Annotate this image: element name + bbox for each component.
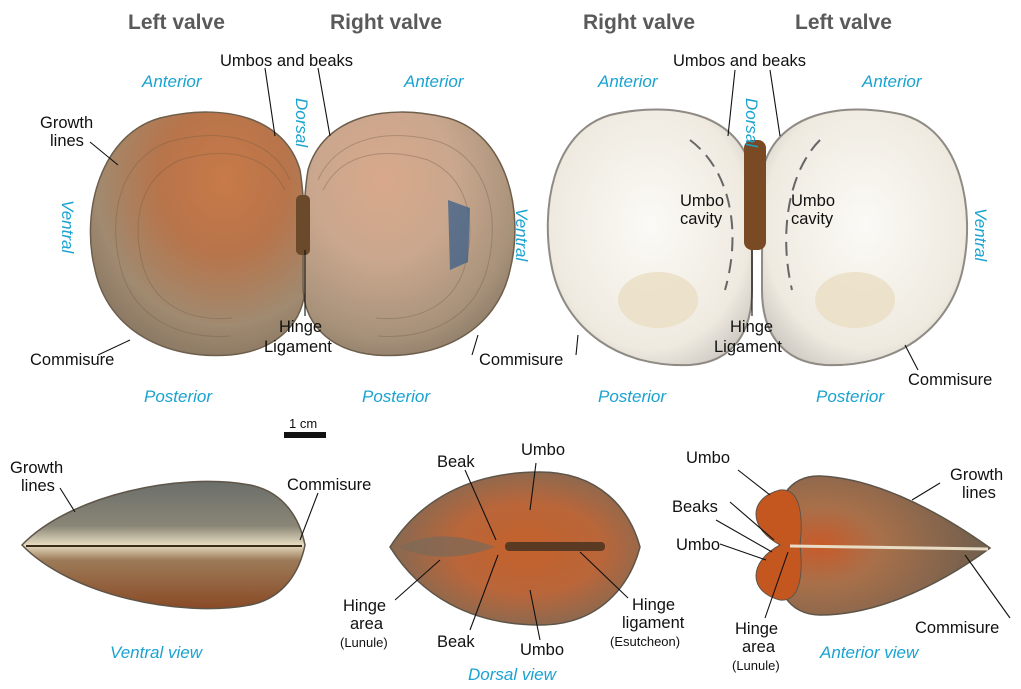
label-umbo-cavity: Umbo [791,192,835,210]
header-right-valve-interior: Right valve [583,11,695,34]
label-lunule: (Lunule) [340,635,388,650]
orientation-ventral: Ventral [58,200,77,254]
orientation-anterior: Anterior [141,72,203,91]
orientation-posterior: Posterior [144,387,213,406]
dorsal-hinge-ligament [505,542,605,551]
orientation-ventral: Ventral [512,208,531,262]
label-growth-lines: Growth [10,459,63,477]
label-umbo: Umbo [676,536,720,554]
label-hinge-ligament: Hinge [632,596,675,614]
orientation-posterior: Posterior [816,387,885,406]
label-umbo: Umbo [520,641,564,659]
label-umbo-cavity: cavity [680,210,723,228]
label-hinge-ligament: ligament [622,614,685,632]
label-commisure: Commisure [908,371,992,389]
orientation-ventral: Ventral [971,208,990,262]
scale-bar-label: 1 cm [289,416,317,431]
label-beaks: Beaks [672,498,718,516]
orientation-anterior: Anterior [861,72,923,91]
label-ligament: Ligament [714,338,782,356]
orientation-posterior: Posterior [598,387,667,406]
label-umbo-cavity: Umbo [680,192,724,210]
caption-dorsal-view: Dorsal view [468,665,558,684]
label-hinge: Hinge [279,318,322,336]
hinge-ligament-interior [744,140,766,250]
header-left-valve-exterior: Left valve [128,11,225,34]
orientation-posterior: Posterior [362,387,431,406]
label-commisure: Commisure [287,476,371,494]
label-hinge-area: Hinge [735,620,778,638]
scale-bar [284,432,326,438]
label-growth-lines: lines [50,132,84,150]
caption-anterior-view: Anterior view [819,643,920,662]
orientation-anterior: Anterior [403,72,465,91]
right-valve-exterior [303,112,515,355]
label-umbos-and-beaks: Umbos and beaks [673,52,806,70]
label-umbo: Umbo [686,449,730,467]
label-hinge-area: Hinge [343,597,386,615]
label-commisure: Commisure [479,351,563,369]
label-esutcheon: (Esutcheon) [610,634,680,649]
label-growth-lines: Growth [950,466,1003,484]
label-growth-lines: lines [21,477,55,495]
label-umbo-cavity: cavity [791,210,834,228]
label-beak: Beak [437,633,475,651]
label-hinge-area: area [350,615,384,633]
label-ligament: Ligament [264,338,332,356]
label-growth-lines: Growth [40,114,93,132]
orientation-dorsal: Dorsal [742,98,761,148]
orientation-anterior: Anterior [597,72,659,91]
label-commisure: Commisure [30,351,114,369]
label-umbos-and-beaks: Umbos and beaks [220,52,353,70]
label-umbo: Umbo [521,441,565,459]
label-beak: Beak [437,453,475,471]
label-hinge: Hinge [730,318,773,336]
left-valve-exterior [90,112,305,355]
orientation-dorsal: Dorsal [292,98,311,148]
label-growth-lines: lines [962,484,996,502]
caption-ventral-view: Ventral view [110,643,204,662]
header-left-valve-interior: Left valve [795,11,892,34]
label-hinge-area: area [742,638,776,656]
label-commisure: Commisure [915,619,999,637]
header-right-valve-exterior: Right valve [330,11,442,34]
hinge-ligament-exterior [296,195,310,255]
blue-stain [448,200,470,270]
label-lunule: (Lunule) [732,658,780,673]
